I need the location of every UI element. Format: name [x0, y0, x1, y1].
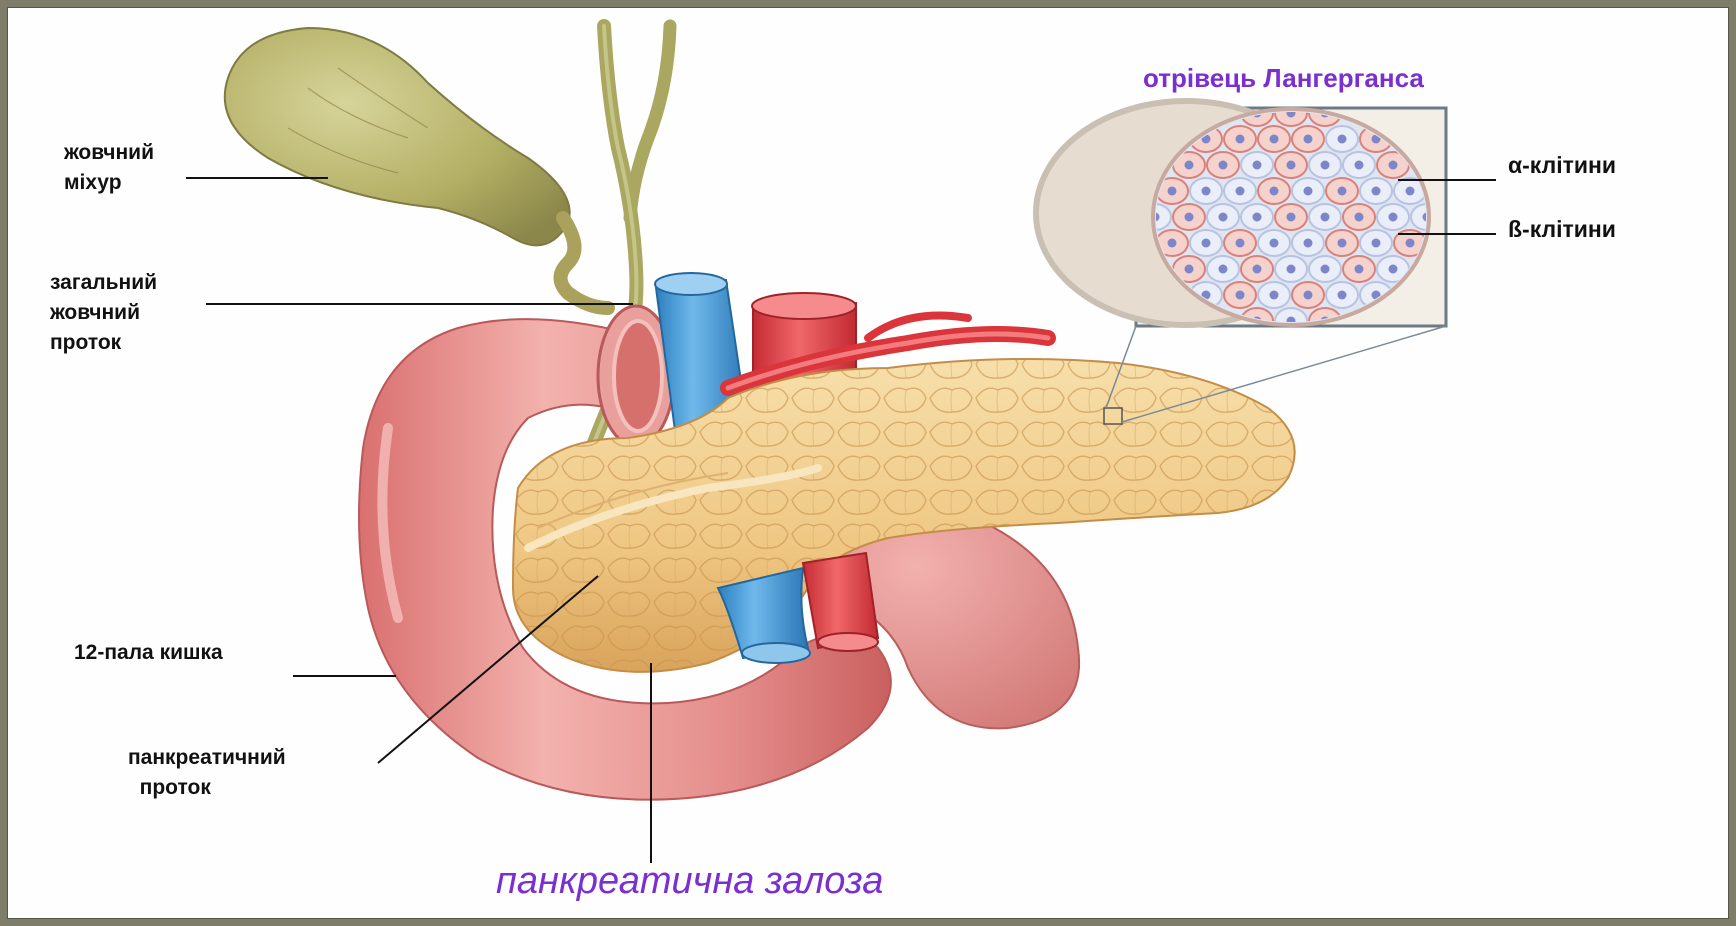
cell-nucleus: [1219, 161, 1228, 170]
islet-title: отрівець Лангерганса: [1143, 63, 1424, 94]
cell-nucleus: [1185, 161, 1194, 170]
cell-nucleus: [1338, 135, 1347, 144]
cell-nucleus: [1253, 265, 1262, 274]
cell-nucleus: [1338, 239, 1347, 248]
cell-nucleus: [1270, 135, 1279, 144]
cell-nucleus: [1168, 239, 1177, 248]
cell-nucleus: [1355, 265, 1364, 274]
cell-nucleus: [1389, 265, 1398, 274]
cell-nucleus: [1321, 265, 1330, 274]
cell-nucleus: [1287, 161, 1296, 170]
cell-nucleus: [1304, 135, 1313, 144]
cell-nucleus: [1236, 291, 1245, 300]
label-pancreatic-duct: панкреатичний проток: [128, 743, 286, 803]
main-title: панкреатична залоза: [496, 860, 883, 903]
cell-nucleus: [1185, 265, 1194, 274]
cell-nucleus: [1321, 161, 1330, 170]
cell-nucleus: [1372, 239, 1381, 248]
cell-nucleus: [1185, 213, 1194, 222]
diagram-frame: жовчний міхур загальний жовчний проток 1…: [7, 7, 1729, 919]
cell-nucleus: [1270, 291, 1279, 300]
cell-nucleus: [1406, 239, 1415, 248]
label-alpha-cells: α-клітини: [1508, 150, 1616, 180]
gallbladder: [225, 28, 608, 308]
cell-nucleus: [1304, 187, 1313, 196]
cell-nucleus: [1389, 161, 1398, 170]
label-duodenum: 12-пала кишка: [74, 638, 223, 668]
cell-nucleus: [1321, 213, 1330, 222]
cell-nucleus: [1202, 187, 1211, 196]
cell-nucleus: [1287, 213, 1296, 222]
cell-nucleus: [1253, 161, 1262, 170]
cell-nucleus: [1219, 213, 1228, 222]
cell-nucleus: [1236, 187, 1245, 196]
cell-nucleus: [1372, 187, 1381, 196]
cell-nucleus: [1338, 291, 1347, 300]
cell-nucleus: [1304, 291, 1313, 300]
cell-nucleus: [1253, 213, 1262, 222]
cell-nucleus: [1304, 239, 1313, 248]
cell-nucleus: [1270, 187, 1279, 196]
cell-nucleus: [1338, 187, 1347, 196]
cell-nucleus: [1355, 161, 1364, 170]
label-common-bile-duct: загальний жовчний проток: [50, 268, 157, 358]
cell-nucleus: [1406, 187, 1415, 196]
cell-nucleus: [1168, 187, 1177, 196]
cell-nucleus: [1202, 239, 1211, 248]
cell-nucleus: [1236, 135, 1245, 144]
label-gallbladder: жовчний міхур: [64, 138, 154, 198]
cell-nucleus: [1236, 239, 1245, 248]
cell-nucleus: [1355, 213, 1364, 222]
cell-nucleus: [1270, 239, 1279, 248]
label-beta-cells: ß-клітини: [1508, 214, 1616, 244]
cell-nucleus: [1219, 265, 1228, 274]
cell-nucleus: [1287, 265, 1296, 274]
cell-nucleus: [1389, 213, 1398, 222]
